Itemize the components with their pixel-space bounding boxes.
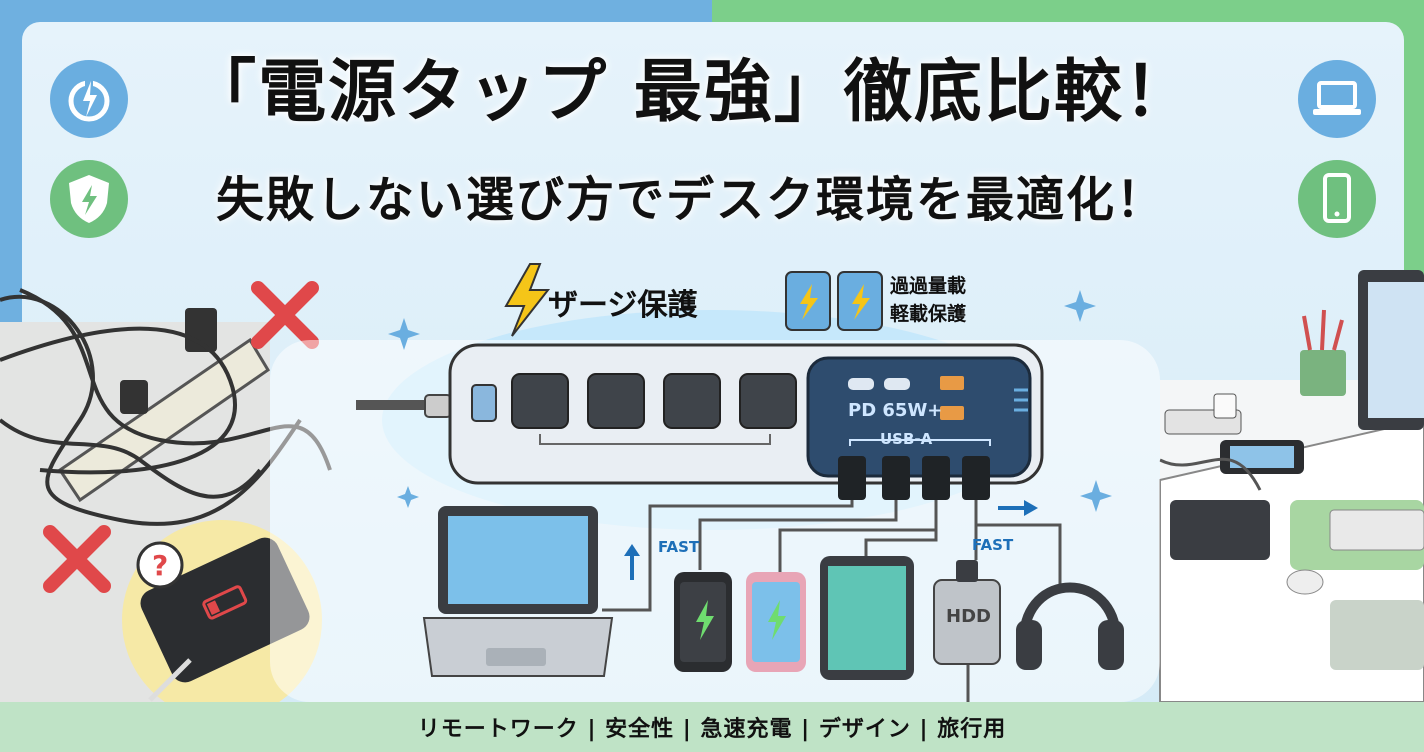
smartphone-icon [1298, 160, 1376, 238]
laptop-icon [1298, 60, 1376, 138]
overload-line2: 軽載保護 [890, 303, 967, 325]
bolt-icon [504, 263, 551, 337]
power-icon [50, 60, 128, 138]
hdd-device [933, 560, 1001, 665]
fast-label-right: FAST [972, 536, 1014, 554]
overload-icon [785, 271, 883, 331]
svg-text:?: ? [152, 549, 168, 582]
power-strip [356, 343, 1044, 500]
overload-line1: 過過量載 [890, 275, 967, 297]
surge-protection-label: ザージ保護 [548, 288, 698, 323]
cross-icon [43, 525, 111, 593]
laptop-device [422, 506, 614, 677]
headphones-device [1016, 582, 1124, 670]
sub-title: 失敗しない選び方でデスク環境を最適化！ [215, 172, 1166, 228]
question-icon: ? [136, 541, 184, 589]
usba-port-label: USB-A [880, 430, 933, 448]
low-battery-phone [140, 537, 310, 702]
hdd-label: HDD [946, 606, 991, 627]
cross-icon [251, 281, 319, 349]
scene-illustration: ? [0, 263, 1424, 702]
shield-bolt-icon [50, 160, 128, 238]
footer-tags: リモートワーク | 安全性 | 急速充電 | デザイン | 旅行用 [417, 717, 1007, 742]
desk-illustration [1159, 270, 1424, 702]
footer-tags-bar: リモートワーク | 安全性 | 急速充電 | デザイン | 旅行用 [0, 702, 1424, 752]
tablet-device [820, 556, 914, 680]
overload-protection-label: 過過量載 軽載保護 [890, 272, 966, 328]
phone-device [674, 572, 732, 672]
pd-port-label: PD 65W+ [848, 400, 943, 421]
main-title: 「電源タップ 最強」徹底比較！ [188, 53, 1194, 132]
pink-phone-device [746, 572, 806, 672]
fast-label-left: FAST [658, 538, 700, 556]
